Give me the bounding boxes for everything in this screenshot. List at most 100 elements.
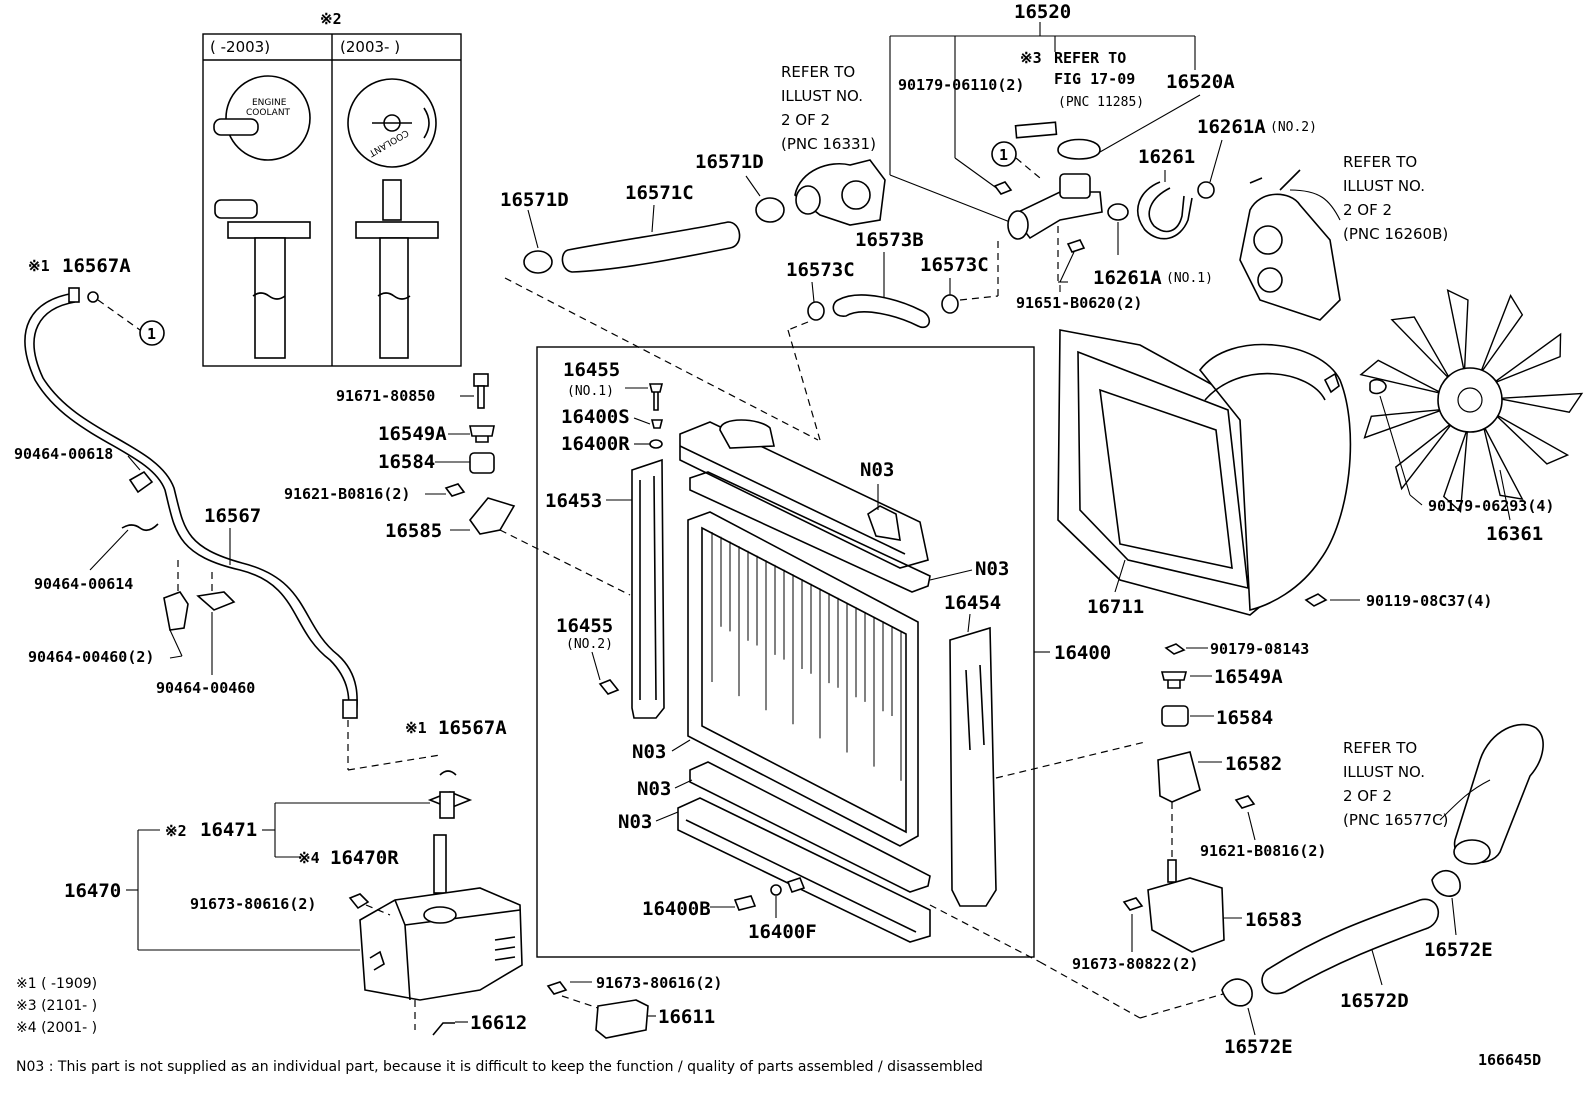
clamp-16573C-left-icon: [807, 301, 825, 321]
side-support-16453-icon: [631, 458, 665, 719]
clip-90464-00460-2-icon: [163, 591, 189, 631]
gasket-upper-icon: [689, 471, 931, 593]
svg-text:COOLANT: COOLANT: [246, 108, 291, 118]
svg-text:(NO.1): (NO.1): [1166, 271, 1213, 286]
label-n03-2: N03: [975, 558, 1009, 580]
label-16471: 16471: [200, 819, 257, 841]
washer-16549A-icon: [469, 425, 495, 443]
label-16583: 16583: [1245, 909, 1302, 931]
label-16567: 16567: [204, 505, 261, 527]
cushion-16584-icon: [469, 452, 495, 474]
label-16455-no2: 16455: [556, 615, 613, 637]
bolt-91673-80822-icon: [1122, 897, 1144, 911]
refer-inlet-3: 2 OF 2: [1343, 787, 1392, 805]
footnote-3: ※3 (2101- ): [16, 998, 97, 1014]
label-16520A: 16520A: [1166, 71, 1235, 93]
label-n03-1: N03: [860, 459, 894, 481]
fan-shroud-icon: [1057, 329, 1352, 616]
label-91673-80616-left: 91673-80616(2): [190, 895, 316, 913]
gasket-lower-icon: [689, 761, 931, 893]
refer-waterpump-3: 2 OF 2: [1343, 201, 1392, 219]
label-91673-80822: 91673-80822(2): [1072, 955, 1198, 973]
upper-tank-icon: [679, 421, 929, 569]
radiator-core-icon: [687, 511, 919, 847]
gasket-icon: [1014, 121, 1058, 139]
side-support-16454-icon: [949, 626, 997, 907]
nut-90179-08143-icon: [1164, 643, 1186, 655]
label-90464-00618: 90464-00618: [14, 445, 113, 463]
reserve-tank-cap-icon: [423, 906, 457, 924]
bolt-91621-right-icon: [1234, 795, 1256, 809]
clip-16567A-icon: [87, 291, 99, 303]
clamp-16571D-right-icon: [755, 197, 785, 223]
refer-inlet-4: (PNC 16577C): [1343, 811, 1448, 829]
overflow-hose: [24, 287, 358, 719]
bolt-16455-no1-icon: [648, 383, 664, 411]
label-90179-06293: 90179-06293(4): [1428, 497, 1554, 515]
cooling-fan-icon: [1359, 288, 1584, 514]
label-16400: 16400: [1054, 642, 1111, 664]
ring-16400R-icon: [649, 439, 663, 449]
label-16454: 16454: [944, 592, 1001, 614]
refer-waterpump-1: REFER TO: [1343, 153, 1417, 171]
bolt-90119-icon: [1304, 593, 1328, 607]
clamp-16573C-right-icon: [941, 294, 959, 314]
label-16585: 16585: [385, 520, 442, 542]
label-90179-06110: 90179-06110(2): [898, 76, 1024, 94]
svg-text:※3: ※3: [1020, 49, 1042, 67]
label-16572E-top: 16572E: [1424, 939, 1493, 961]
label-16582: 16582: [1225, 753, 1282, 775]
radiator-cap-new-icon: COOLANT: [347, 78, 439, 359]
label-16453: 16453: [545, 490, 602, 512]
label-16584-left: 16584: [378, 451, 435, 473]
support-16583-icon: [1147, 877, 1225, 953]
label-91621-right: 91621-B0816(2): [1200, 842, 1326, 860]
refer-fig-line3: (PNC 11285): [1058, 95, 1144, 110]
clamp-16261A-no2-icon: [1197, 181, 1215, 199]
bolt-91673-80616-bottom-icon: [546, 981, 568, 995]
hose-end-icon: [68, 287, 80, 303]
filler-neck-icon: [1007, 173, 1103, 240]
label-16400R: 16400R: [561, 433, 630, 455]
refer-inlet-1: REFER TO: [1343, 739, 1417, 757]
drain-cock-16400B-icon: [733, 895, 757, 911]
cap-16520A-icon: [1057, 138, 1101, 160]
label-16572E-bottom: 16572E: [1224, 1036, 1293, 1058]
label-n03-3: N03: [632, 741, 666, 763]
label-90119-08C37: 90119-08C37(4): [1366, 592, 1492, 610]
label-16573C-right: 16573C: [920, 254, 989, 276]
label-16470R: 16470R: [330, 847, 399, 869]
bolt-16455-no2-icon: [598, 679, 620, 695]
refer-waterpump-2: ILLUST NO.: [1343, 177, 1425, 195]
stud-icon: [1167, 859, 1177, 883]
hose-16571C-icon: [561, 221, 741, 273]
illustration-number: 166645D: [1478, 1051, 1541, 1069]
svg-text:※2: ※2: [165, 822, 187, 840]
label-16571D-right: 16571D: [695, 151, 764, 173]
label-16612: 16612: [470, 1012, 527, 1034]
clamp-16572E-bottom-icon: [1221, 978, 1253, 1007]
svg-text:※1: ※1: [405, 719, 427, 737]
label-16261A-no2: 16261A: [1197, 116, 1266, 138]
bracket-16582-icon: [1157, 751, 1201, 803]
bolt-90179-06110-icon: [993, 181, 1013, 195]
upper-tank-inlet-icon: [719, 419, 775, 449]
radiator-cap-old-icon: ENGINE COOLANT: [213, 75, 311, 359]
tube-16470R-icon: [433, 834, 447, 894]
label-91673-80616-bottom: 91673-80616(2): [596, 974, 722, 992]
label-16571C: 16571C: [625, 182, 694, 204]
cap-table-title: ※2: [320, 10, 342, 28]
label-16400S: 16400S: [561, 406, 630, 428]
svg-text:※4: ※4: [298, 849, 320, 867]
bracket-16611-icon: [595, 999, 649, 1039]
label-90179-08143: 90179-08143: [1210, 640, 1309, 658]
refer-waterpump-4: (PNC 16260B): [1343, 225, 1448, 243]
label-16711: 16711: [1087, 596, 1144, 618]
label-16400B: 16400B: [642, 898, 711, 920]
svg-text:(NO.1): (NO.1): [567, 384, 614, 399]
label-90464-00614: 90464-00614: [34, 575, 133, 593]
nut-90179-06293-icon: [1369, 378, 1387, 395]
label-16400F: 16400F: [748, 921, 817, 943]
label-n03-4: N03: [637, 778, 671, 800]
circle-marker-top: [991, 141, 1017, 167]
